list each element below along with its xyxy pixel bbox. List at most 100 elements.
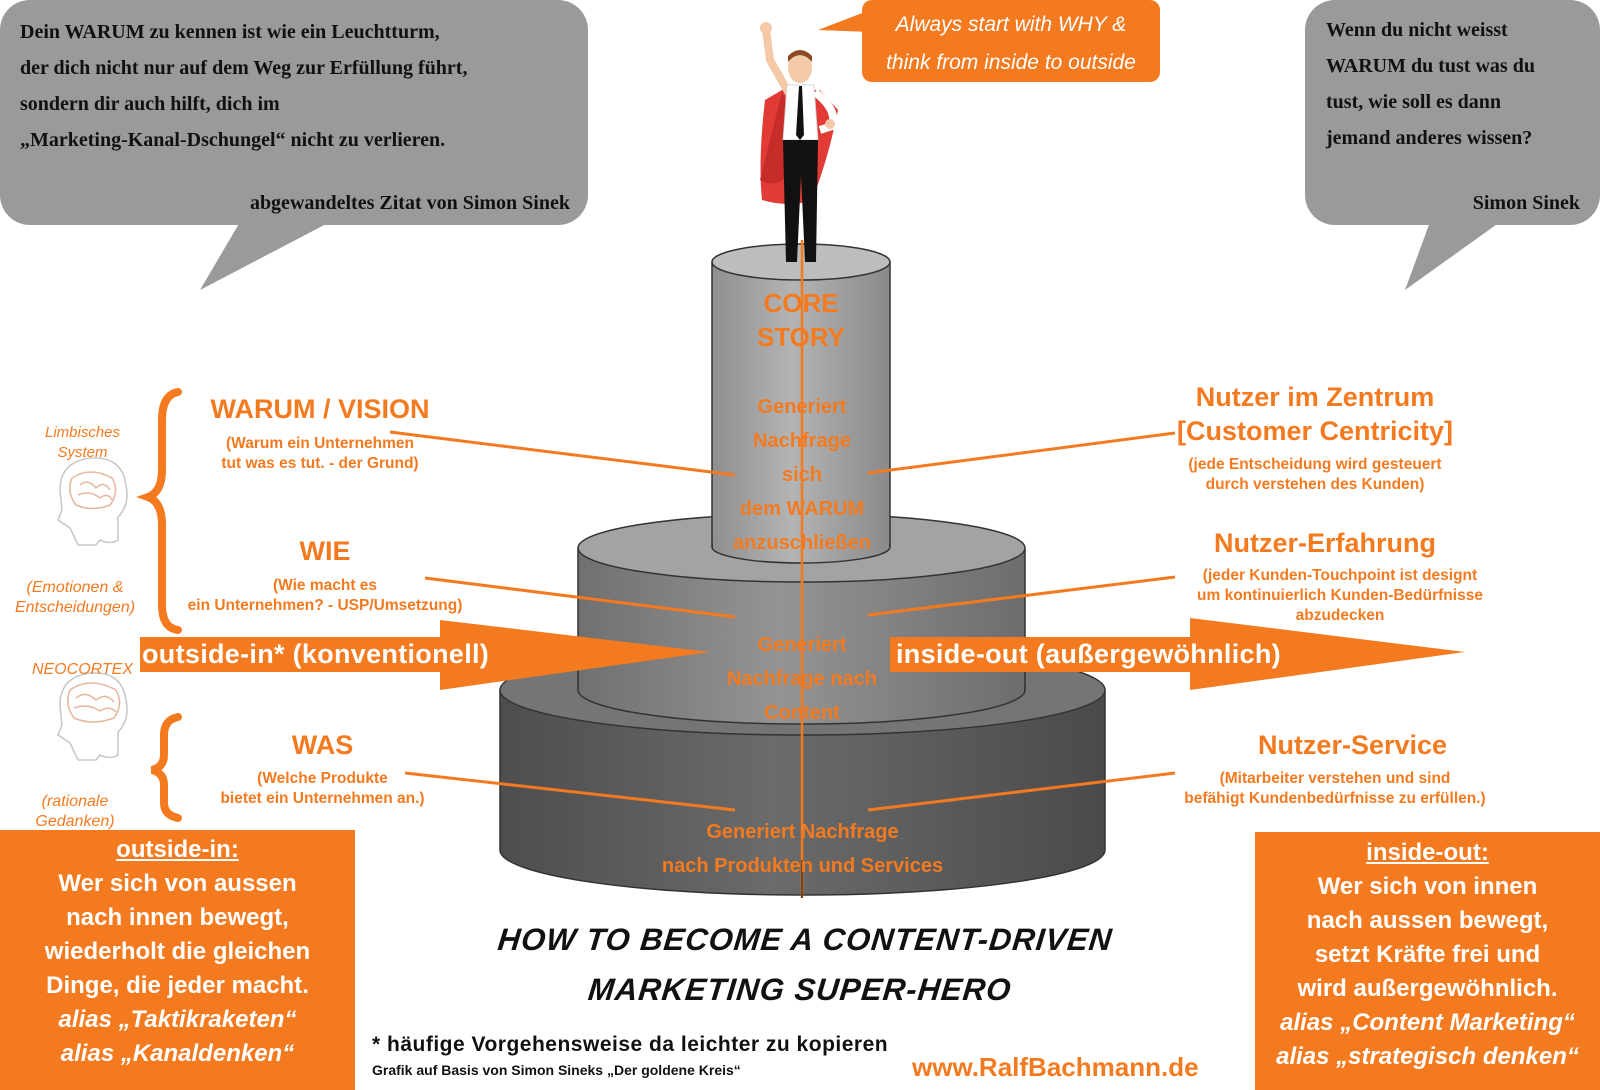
speech-bubble-right	[1305, 0, 1600, 290]
neocortex-brace	[150, 713, 182, 822]
what-subtitle-line: (Welche Produkte	[257, 770, 388, 787]
how-subtitle-line: (Wie macht es	[272, 577, 378, 594]
user-service-subtitle-line: (Mitarbeiter verstehen und sind	[1219, 770, 1451, 787]
pillar-bottom-text: Generiert Nachfrage nach Produkten und S…	[600, 815, 1005, 883]
user-service-subtitle-line: befähigt Kundenbedürfnisse zu erfüllen.)	[1184, 790, 1486, 807]
quote-right-line: WARUM du tust was du	[1326, 55, 1535, 77]
inside-out-box-line: setzt Kräfte frei und	[1314, 941, 1541, 968]
outside-in-box-alias: alias „Kanaldenken“	[60, 1040, 295, 1067]
outside-in-arrow	[140, 620, 710, 690]
neocortex-note-line: (rationale	[41, 793, 109, 810]
speech-bubble-left	[0, 0, 588, 290]
outside-in-box-line: Wer sich von aussen	[58, 870, 297, 897]
core-story-line: STORY	[756, 322, 846, 352]
pillar-middle-line: Generiert	[757, 634, 847, 656]
user-experience-subtitle-line: (jeder Kunden-Touchpoint ist designt	[1202, 567, 1478, 584]
quote-right: Wenn du nicht weisst WARUM du tust was d…	[1326, 12, 1596, 156]
hero-callout-line: think from inside to outside	[886, 51, 1136, 74]
limbic-system-label-line: System	[57, 444, 108, 461]
page-title-line: MARKETING SUPER-HERO	[586, 972, 1014, 1007]
limbic-note-line: (Emotionen &	[26, 579, 124, 596]
limbic-system-label-line: Limbisches	[44, 424, 121, 441]
website-link[interactable]: www.RalfBachmann.de	[912, 1052, 1199, 1082]
outside-in-box	[0, 830, 355, 1090]
core-story-line: CORE	[763, 288, 839, 318]
what-subtitle: (Welche Produkte bietet ein Unternehmen …	[195, 769, 450, 809]
user-experience-subtitle-line: abzudecken	[1295, 607, 1385, 624]
quote-left-line: sondern dir auch hilft, dich im	[20, 93, 280, 115]
pillar-top-line: Generiert	[757, 396, 847, 418]
user-service-title: Nutzer-Service	[1257, 730, 1448, 760]
quote-right-attribution: Simon Sinek	[1472, 192, 1580, 214]
inside-out-box-alias: alias „strategisch denken“	[1276, 1043, 1579, 1070]
outside-in-box-text: outside-in: Wer sich von aussen nach inn…	[0, 833, 355, 1071]
page-title-line: HOW TO BECOME A CONTENT-DRIVEN	[496, 922, 1115, 957]
pillar-top-line: anzuschließen	[733, 532, 871, 554]
core-story-label: CORE STORY	[712, 286, 890, 354]
quote-right-line: Wenn du nicht weisst	[1326, 19, 1508, 41]
outside-in-box-line: wiederholt die gleichen	[44, 938, 311, 965]
inside-out-box-text: inside-out: Wer sich von innen nach auss…	[1255, 836, 1600, 1074]
outside-in-box-line: nach innen bewegt,	[66, 904, 289, 931]
outside-in-box-heading: outside-in:	[116, 836, 239, 863]
pillar-top-line: dem WARUM	[739, 498, 865, 520]
limbic-note-line: Entscheidungen)	[14, 599, 136, 616]
customer-centricity-subtitle: (jede Entscheidung wird gesteuert durch …	[1170, 455, 1460, 495]
user-experience-title: Nutzer-Erfahrung	[1214, 528, 1436, 558]
superhero-figure	[760, 22, 838, 262]
pillar-bottom-line: nach Produkten und Services	[661, 855, 944, 877]
what-subtitle-line: bietet ein Unternehmen an.)	[220, 790, 425, 807]
inside-out-arrow-label: inside-out (außergewöhnlich)	[896, 639, 1281, 669]
quote-right-line: jemand anderes wissen?	[1326, 127, 1533, 149]
quote-left-line: „Marketing-Kanal-Dschungel“ nicht zu ver…	[20, 129, 446, 151]
how-subtitle: (Wie macht es ein Unternehmen? - USP/Ums…	[165, 576, 485, 616]
pillar-middle-line: Content	[764, 702, 840, 724]
why-vision-subtitle: (Warum ein Unternehmen tut was es tut. -…	[185, 434, 455, 474]
quote-left-line: der dich nicht nur auf dem Weg zur Erfül…	[20, 57, 468, 79]
hero-callout: Always start with WHY & think from insid…	[862, 6, 1160, 82]
inside-out-arrow	[890, 618, 1465, 690]
footnote: * häufige Vorgehensweise da leichter zu …	[372, 1033, 889, 1056]
pillar-top-text: Generiert Nachfrage sich dem WARUM anzus…	[700, 390, 904, 560]
inside-out-box-line: nach aussen bewegt,	[1306, 907, 1549, 934]
hero-callout-line: Always start with WHY &	[895, 13, 1127, 36]
inside-out-box-alias: alias „Content Marketing“	[1280, 1009, 1575, 1036]
neocortex-label: NEOCORTEX	[31, 661, 134, 678]
outside-in-box-line: Dinge, die jeder macht.	[46, 972, 309, 999]
pillar-middle-text: Generiert Nachfrage nach Content	[680, 628, 924, 730]
quote-left-attribution: abgewandeltes Zitat von Simon Sinek	[249, 192, 570, 214]
customer-centricity-subtitle-line: durch verstehen des Kunden)	[1205, 476, 1425, 493]
graphic-credit: Grafik auf Basis von Simon Sineks „Der g…	[372, 1062, 741, 1078]
customer-centricity-title: Nutzer im Zentrum [Customer Centricity]	[1160, 380, 1470, 448]
customer-centricity-subtitle-line: (jede Entscheidung wird gesteuert	[1188, 456, 1442, 473]
how-title: WIE	[299, 536, 351, 566]
outside-in-box-alias: alias „Taktikraketen“	[58, 1006, 297, 1033]
pillar-bottom-line: Generiert Nachfrage	[706, 821, 899, 843]
quote-right-line: tust, wie soll es dann	[1326, 91, 1502, 113]
limbic-note: (Emotionen & Entscheidungen)	[5, 578, 145, 618]
why-vision-title: WARUM / VISION	[210, 394, 430, 424]
brain-head-icon-neocortex	[57, 672, 128, 761]
pillar-middle-line: Nachfrage nach	[726, 668, 878, 690]
brain-head-icon-limbic	[57, 457, 128, 546]
limbic-brace	[136, 388, 182, 634]
neocortex-note: (rationale Gedanken)	[20, 792, 130, 832]
page-title: HOW TO BECOME A CONTENT-DRIVEN MARKETING…	[435, 915, 1171, 1015]
why-vision-subtitle-line: (Warum ein Unternehmen	[225, 435, 415, 452]
inside-out-box-line: wird außergewöhnlich.	[1297, 975, 1558, 1002]
user-experience-subtitle-line: um kontinuierlich Kunden-Bedürfnisse	[1197, 587, 1483, 604]
pillar-top-line: Nachfrage	[753, 430, 851, 452]
customer-centricity-title-line: [Customer Centricity]	[1176, 416, 1454, 446]
inside-out-box-line: Wer sich von innen	[1317, 873, 1538, 900]
quote-left: Dein WARUM zu kennen ist wie ein Leuchtt…	[20, 14, 580, 158]
why-vision-subtitle-line: tut was es tut. - der Grund)	[221, 455, 419, 472]
connector-lines	[389, 430, 1176, 812]
how-subtitle-line: ein Unternehmen? - USP/Umsetzung)	[187, 597, 463, 614]
outside-in-arrow-label: outside-in* (konventionell)	[142, 639, 490, 669]
inside-out-box-heading: inside-out:	[1366, 839, 1489, 866]
inside-out-box	[1255, 832, 1600, 1090]
limbic-system-label: Limbisches System	[25, 423, 140, 463]
user-service-subtitle: (Mitarbeiter verstehen und sind befähigt…	[1170, 769, 1500, 809]
pillar-top-line: sich	[781, 464, 823, 486]
